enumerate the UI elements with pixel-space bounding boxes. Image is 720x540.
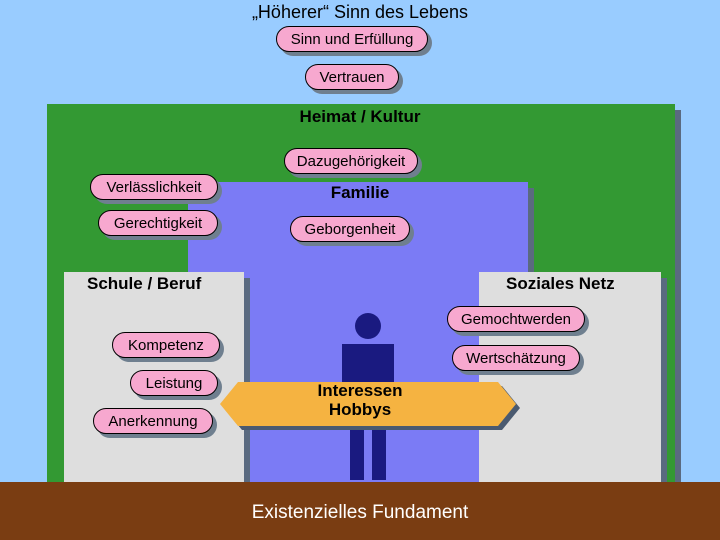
pill-anerkennung: Anerkennung bbox=[93, 408, 213, 434]
pill-sinn: Sinn und Erfüllung bbox=[276, 26, 428, 52]
familie-label: Familie bbox=[330, 183, 390, 202]
heimat-label: Heimat / Kultur bbox=[299, 107, 421, 126]
foundation-bar bbox=[0, 482, 720, 540]
arrow-line-1: Interessen bbox=[317, 381, 403, 400]
pill-verlaesslichkeit: Verlässlichkeit bbox=[90, 174, 218, 200]
pill-dazugehoerigkeit: Dazugehörigkeit bbox=[284, 148, 418, 174]
schule-label: Schule / Beruf bbox=[87, 274, 202, 293]
pill-gerechtigkeit: Gerechtigkeit bbox=[98, 210, 218, 236]
foundation-label: Existenzielles Fundament bbox=[251, 502, 469, 523]
pill-leistung: Leistung bbox=[130, 370, 218, 396]
pill-vertrauen: Vertrauen bbox=[305, 64, 399, 90]
pill-geborgenheit: Geborgenheit bbox=[290, 216, 410, 242]
soziales-label: Soziales Netz bbox=[506, 274, 615, 293]
pill-gemochtwerden: Gemochtwerden bbox=[447, 306, 585, 332]
pill-kompetenz: Kompetenz bbox=[112, 332, 220, 358]
page-title: „Höherer“ Sinn des Lebens bbox=[251, 2, 469, 22]
pill-wertschaetzung: Wertschätzung bbox=[452, 345, 580, 371]
arrow-line-2: Hobbys bbox=[328, 400, 392, 419]
interessen-arrow bbox=[220, 382, 520, 430]
